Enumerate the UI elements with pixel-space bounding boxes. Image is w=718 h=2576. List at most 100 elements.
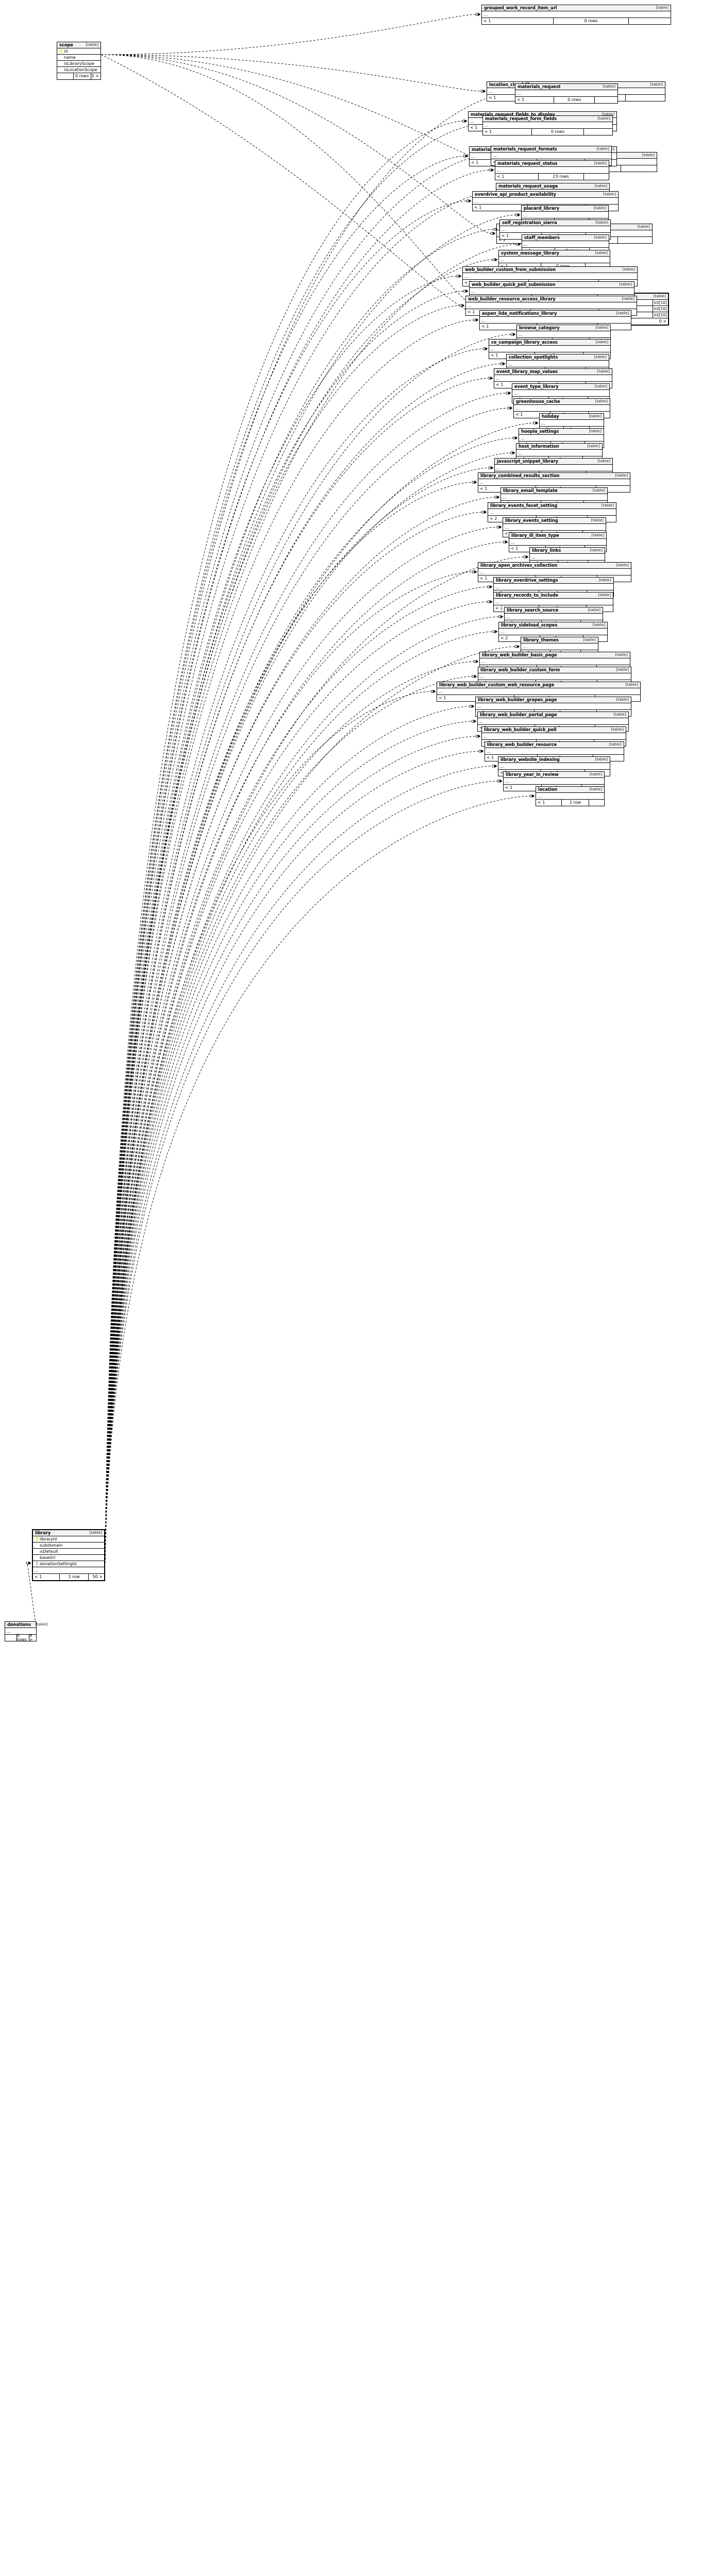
footer-child-count[interactable]: 4 > (29, 1633, 33, 1642)
columns-collapsed-indicator[interactable]: ... (504, 778, 604, 785)
columns-collapsed-indicator[interactable]: ... (478, 673, 631, 680)
columns-collapsed-indicator[interactable]: ... (498, 763, 610, 770)
footer-child-count[interactable] (618, 237, 652, 243)
columns-collapsed-indicator[interactable]: ... (485, 748, 624, 755)
columns-collapsed-indicator[interactable]: ... (514, 405, 610, 412)
columns-collapsed-indicator[interactable]: ... (480, 317, 631, 324)
columns-collapsed-indicator[interactable]: ... (512, 390, 609, 397)
footer-child-count[interactable] (584, 129, 612, 135)
table-type-tag: [table] (594, 235, 607, 240)
table-header: library_links[table] (530, 548, 605, 554)
columns-collapsed-indicator[interactable]: ... (530, 554, 605, 561)
columns-collapsed-indicator[interactable]: ... (473, 198, 618, 205)
edge-endpoint-library-donationSettingId (26, 1561, 31, 1565)
footer-child-count[interactable]: 0 > (659, 319, 666, 324)
table-type-tag: [table] (619, 282, 632, 287)
footer-child-count[interactable]: 50 > (92, 1574, 103, 1579)
footer-child-count[interactable] (621, 165, 657, 172)
columns-collapsed-indicator[interactable]: ... (488, 509, 616, 516)
columns-collapsed-indicator[interactable]: ... (483, 122, 612, 129)
columns-collapsed-indicator[interactable]: ... (521, 643, 598, 650)
table-type-tag: [table] (615, 652, 628, 657)
columns-collapsed-indicator[interactable]: ... (494, 599, 613, 605)
columns-collapsed-indicator[interactable]: ... (33, 1567, 104, 1574)
edge-library-to-web_builder_resource_access_library (105, 305, 461, 1564)
columns-collapsed-indicator[interactable]: ... (515, 90, 617, 97)
columns-collapsed-indicator[interactable]: ... (499, 257, 610, 263)
edge-library-to-web_builder_custom_from_submission (105, 276, 458, 1564)
columns-collapsed-indicator[interactable]: ... (476, 703, 631, 710)
footer-child-count[interactable]: 5 > (91, 74, 99, 78)
columns-collapsed-indicator[interactable]: ... (499, 629, 607, 635)
columns-collapsed-indicator[interactable]: ... (478, 569, 631, 575)
table-type-tag: [table] (595, 340, 609, 345)
footer-parent-count[interactable]: < 1 (33, 1574, 60, 1580)
footer-child-count[interactable] (595, 97, 617, 103)
columns-collapsed-indicator[interactable]: ... (495, 167, 609, 174)
table-type-tag: [table] (595, 220, 609, 225)
columns-collapsed-indicator[interactable]: ... (522, 212, 608, 218)
columns-collapsed-indicator[interactable]: ... (482, 733, 626, 740)
columns-collapsed-indicator[interactable]: ... (509, 539, 606, 546)
footer-parent-count[interactable]: < 1 (515, 97, 555, 103)
table-node-grouped_work_record_item_url[interactable]: grouped_work_record_item_url[table]...< … (481, 5, 671, 25)
columns-collapsed-indicator[interactable]: ... (478, 718, 628, 725)
footer-child-count[interactable] (584, 174, 609, 180)
columns-collapsed-indicator[interactable]: ... (505, 614, 603, 620)
footer-parent-count[interactable]: < 1 (473, 205, 528, 211)
edge-scope-to-grouped_work_record_item_url (101, 14, 477, 55)
footer-parent-count[interactable]: < 1 (483, 129, 532, 135)
footer-parent-count[interactable] (5, 1635, 17, 1641)
footer-parent-count[interactable]: < 1 (495, 174, 539, 180)
columns-collapsed-indicator[interactable]: ... (495, 465, 612, 471)
columns-collapsed-indicator[interactable]: ... (491, 152, 611, 159)
columns-collapsed-indicator[interactable]: ... (522, 241, 609, 248)
table-type-tag: [table] (589, 772, 603, 777)
footer-parent-count[interactable]: < 1 (482, 18, 554, 24)
edge-library-to-materials_request (105, 93, 511, 1564)
columns-collapsed-indicator[interactable]: ... (516, 450, 602, 456)
columns-collapsed-indicator[interactable]: ... (489, 346, 610, 352)
table-header: materials_request_usage[table] (496, 183, 609, 190)
table-header: aspen_lida_notifications_library[table] (480, 311, 631, 317)
columns-collapsed-indicator[interactable]: ... (463, 273, 637, 280)
columns-collapsed-indicator[interactable]: ... (5, 1628, 36, 1635)
columns-collapsed-indicator[interactable]: ... (519, 435, 604, 442)
columns-collapsed-indicator[interactable]: ... (482, 11, 671, 18)
columns-collapsed-indicator[interactable]: ... (437, 688, 640, 695)
edge-endpoint-location_cloud_library_scope (480, 89, 486, 93)
footer-child-count[interactable] (589, 800, 604, 806)
columns-collapsed-indicator[interactable]: ... (540, 420, 604, 427)
columns-collapsed-indicator[interactable]: ... (478, 479, 630, 486)
footer-child-count[interactable] (626, 95, 665, 101)
footer-parent-count[interactable] (57, 73, 74, 79)
footer-parent-count[interactable]: < 1 (536, 800, 562, 806)
columns-collapsed-indicator[interactable]: ... (503, 524, 606, 531)
footer-child-count[interactable] (629, 18, 671, 24)
columns-collapsed-indicator[interactable]: ... (480, 658, 630, 665)
columns-collapsed-indicator[interactable]: ... (501, 494, 607, 501)
columns-collapsed-indicator[interactable]: ... (500, 226, 610, 233)
columns-collapsed-indicator[interactable]: ... (466, 302, 637, 309)
edge-endpoint-collection_spotlights (500, 362, 506, 366)
table-name: event_library_map_values (496, 368, 558, 374)
table-header: greenhouse_cache[table] (514, 399, 610, 405)
table-header: library_combined_results_section[table] (478, 473, 630, 479)
edge-endpoint-library_web_builder_custom_web_resource_page (430, 689, 436, 693)
columns-collapsed-indicator[interactable]: ... (536, 793, 604, 800)
columns-collapsed-indicator[interactable]: ... (470, 288, 634, 295)
columns-collapsed-indicator[interactable]: ... (507, 361, 609, 367)
columns-collapsed-indicator[interactable]: ... (494, 584, 613, 590)
columns-collapsed-indicator[interactable]: ... (517, 331, 610, 338)
table-type-tag: [table] (616, 697, 629, 702)
columns-collapsed-indicator[interactable]: ... (494, 375, 612, 382)
table-type-tag: [table] (625, 682, 639, 687)
table-type-tag: [table] (616, 311, 629, 316)
table-node-materials_request_form_fields[interactable]: materials_request_form_fields[table]...<… (482, 115, 613, 135)
